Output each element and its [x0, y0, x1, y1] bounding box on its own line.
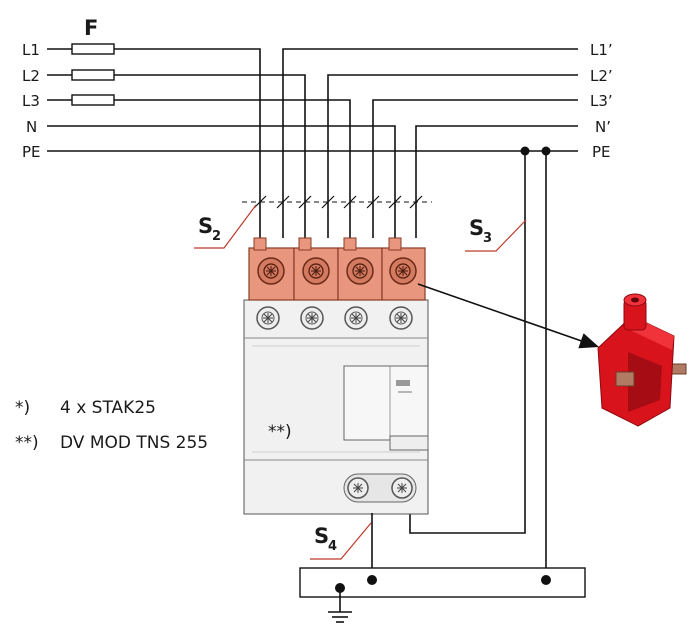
callout-line-s2 [194, 204, 257, 249]
indicator-window [343, 365, 429, 441]
input-label-pe: PE [22, 143, 41, 161]
device-marker: **) [268, 422, 292, 442]
note-2-text: DV MOD TNS 255 [60, 433, 208, 453]
svg-text:S: S [198, 214, 213, 238]
busbar-junction-1 [367, 575, 377, 585]
ground-icon [328, 588, 352, 623]
section-label-s3: S 3 [465, 216, 527, 252]
red-terminal-clip-icon [597, 293, 687, 427]
output-label-l3: L3’ [590, 92, 613, 110]
note-1-text: 4 x STAK25 [60, 398, 156, 418]
callout-line-s4 [310, 522, 372, 560]
callout-line-s3 [465, 219, 527, 252]
output-label-n: N’ [595, 118, 611, 136]
terminal-blocks [248, 237, 426, 301]
svg-text:4: 4 [328, 539, 337, 554]
surge-protection-device: **) [243, 299, 429, 515]
cut-marks [242, 195, 432, 209]
note-1-marker: *) [15, 398, 30, 418]
section-label-s4: S 4 [310, 522, 372, 560]
note-1: *) 4 x STAK25 [15, 398, 156, 418]
output-label-l2: L2’ [590, 67, 613, 85]
svg-text:2: 2 [212, 229, 221, 244]
fuse-l2 [71, 69, 115, 81]
svg-text:S: S [469, 216, 484, 240]
output-bus-lines [282, 48, 578, 238]
fuse-symbols [71, 43, 115, 106]
svg-text:3: 3 [483, 231, 492, 246]
input-bus-lines [47, 48, 578, 238]
output-label-pe: PE [592, 143, 611, 161]
pe-connections [409, 146, 551, 580]
device-screws-upper [256, 306, 413, 330]
input-label-n: N [26, 118, 37, 136]
fuse-label: F [84, 16, 98, 40]
section-label-s2: S 2 [194, 204, 257, 249]
input-label-l1: L1 [22, 41, 40, 59]
fuse-l1 [71, 43, 115, 55]
input-label-l2: L2 [22, 67, 40, 85]
busbar-junction-2 [541, 575, 551, 585]
svg-text:S: S [314, 524, 329, 548]
pointer-arrow [417, 283, 600, 349]
earth-busbar [299, 567, 586, 598]
note-2: **) DV MOD TNS 255 [15, 433, 208, 453]
fuse-l3 [71, 94, 115, 106]
output-label-l1: L1’ [590, 41, 613, 59]
input-label-l3: L3 [22, 92, 40, 110]
note-2-marker: **) [15, 433, 39, 453]
device-screws-lower [343, 473, 417, 503]
